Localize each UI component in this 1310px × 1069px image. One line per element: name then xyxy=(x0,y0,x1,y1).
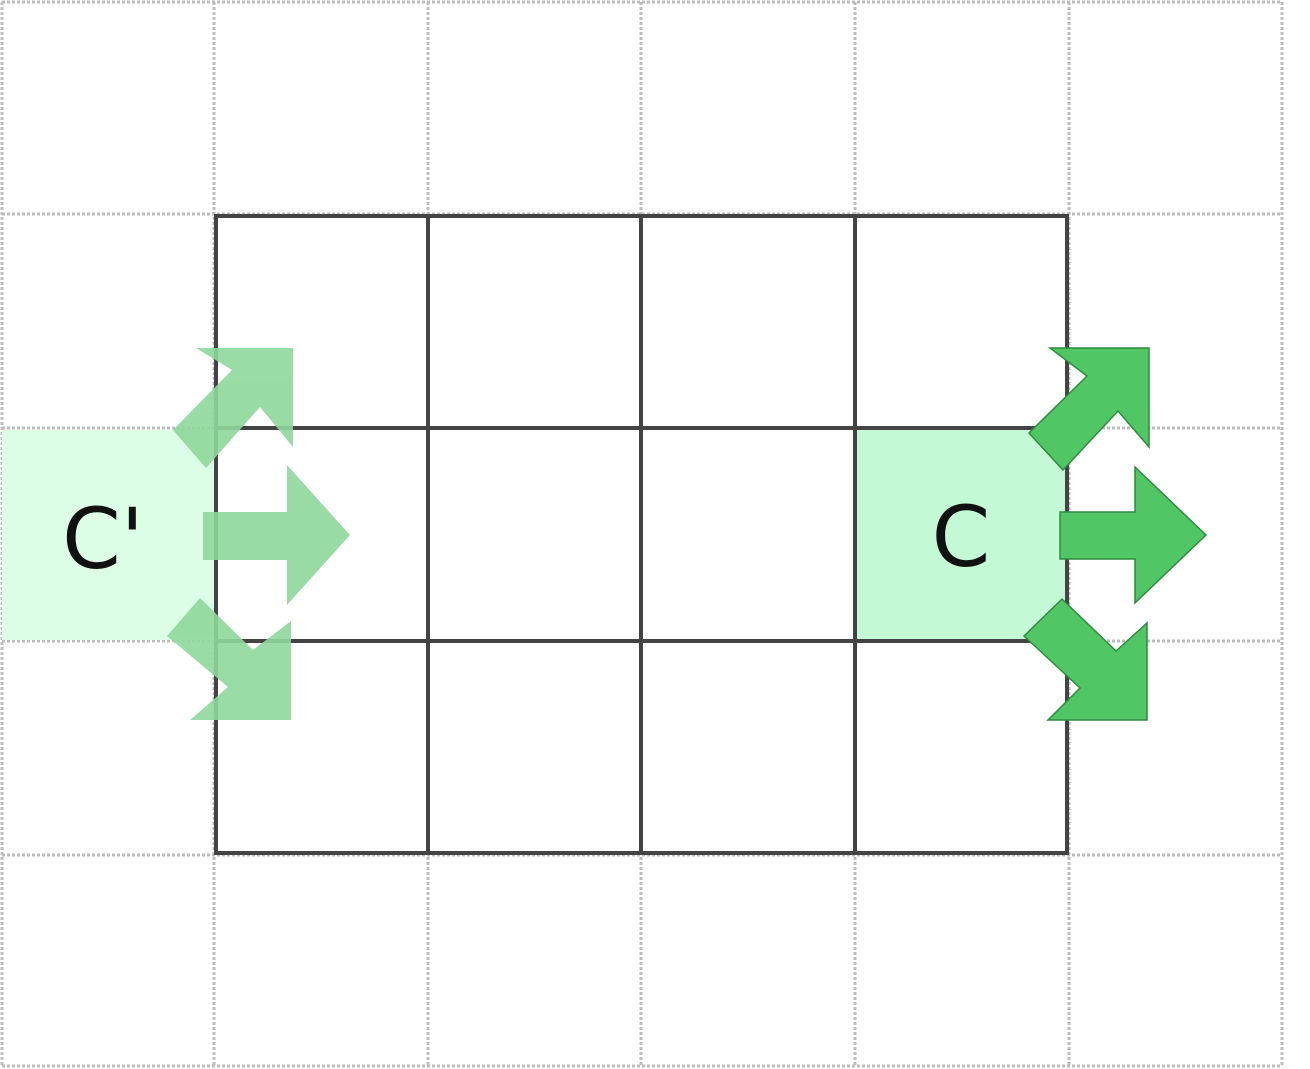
arrow-up-right-icon xyxy=(173,348,293,468)
original-arrows xyxy=(1022,347,1208,721)
arrow-up-right-icon xyxy=(1027,347,1150,472)
wrapped-arrows xyxy=(167,348,350,720)
arrow-down-right-icon xyxy=(1022,597,1148,721)
original-cell xyxy=(857,430,1069,640)
wrapped-cell xyxy=(2,430,214,640)
original-cell-label: C xyxy=(932,488,991,586)
arrow-right-icon xyxy=(1059,465,1208,605)
wrapped-cell-label: C' xyxy=(62,490,144,588)
arrow-right-icon xyxy=(203,465,350,605)
arrow-down-right-icon xyxy=(167,598,291,720)
